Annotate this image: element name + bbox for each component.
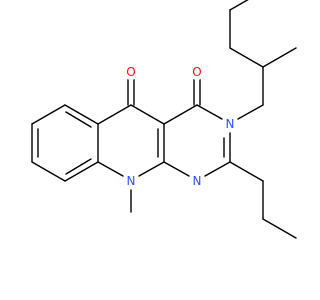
atom-nitrogen-methyl: N	[127, 174, 136, 188]
molecule-structure: O O N N N	[31, 0, 297, 239]
atom-nitrogen-benzyl: N	[226, 117, 235, 131]
bond-layer	[31, 0, 297, 239]
atom-nitrogen-ring: N	[193, 174, 202, 188]
bond	[64, 104, 99, 125]
bond	[229, 0, 249, 11]
bond	[196, 104, 223, 120]
bond	[229, 47, 264, 68]
bond	[31, 104, 66, 125]
bond	[138, 161, 165, 177]
bond	[31, 161, 66, 182]
bond	[163, 161, 190, 177]
bond	[237, 104, 264, 120]
bond	[204, 161, 231, 177]
bond-inner	[65, 158, 92, 175]
atom-oxygen-ketone: O	[126, 65, 135, 79]
bond	[130, 104, 165, 125]
bond	[163, 104, 198, 125]
bond	[262, 47, 297, 68]
bond	[229, 161, 264, 182]
bond	[97, 161, 124, 177]
atom-oxygen-amide: O	[192, 65, 201, 79]
bond-inner	[65, 111, 92, 128]
bond	[97, 104, 132, 125]
atom-layer: O O N N N	[123, 64, 238, 189]
bond	[64, 161, 99, 182]
bond	[262, 218, 297, 239]
